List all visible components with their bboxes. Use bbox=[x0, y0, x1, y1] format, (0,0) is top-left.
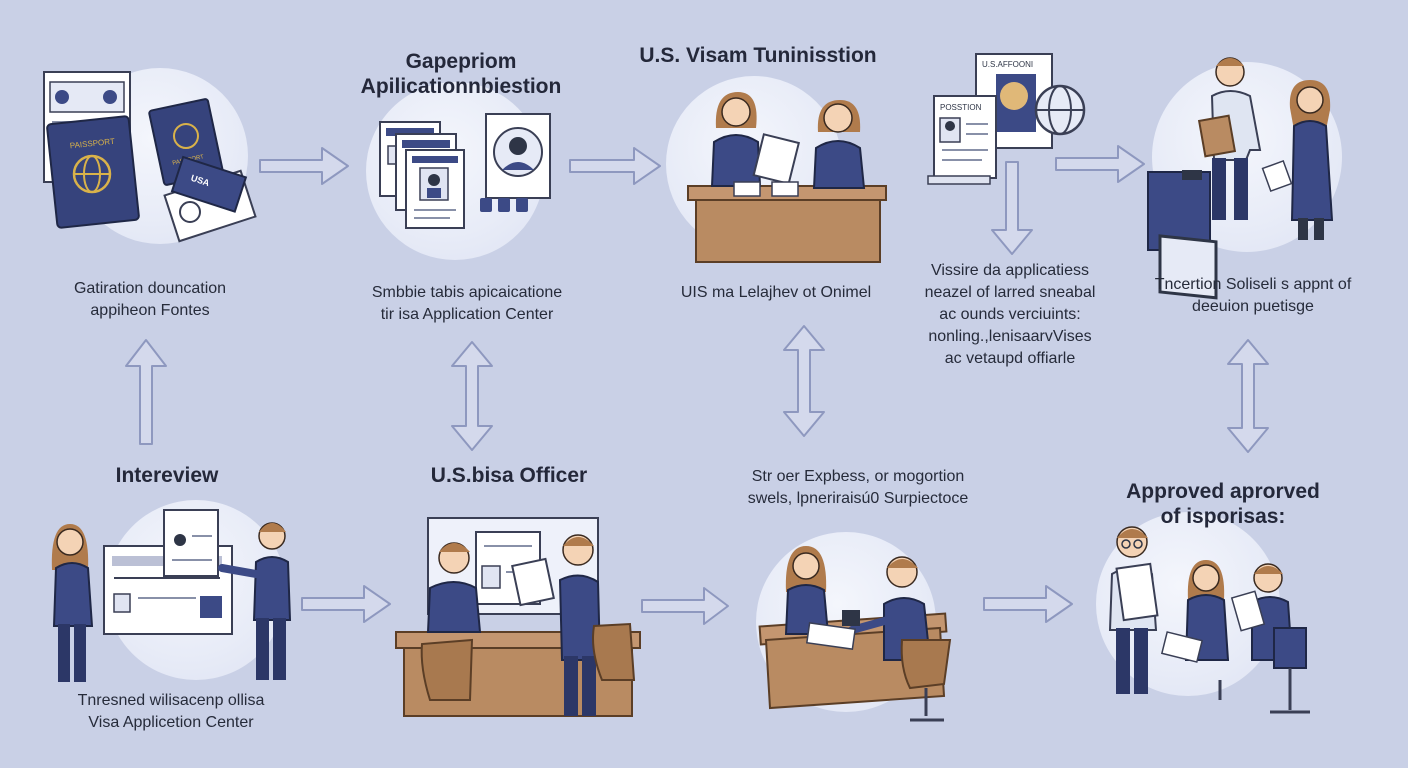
decision-caption-line-1: Tncertion Soliseli s appnt of bbox=[1154, 276, 1352, 293]
position-sign-label: POSSTION bbox=[940, 103, 982, 112]
interview-caption-line-1: Tnresned wilisacenp ollisa bbox=[77, 692, 265, 709]
review-caption-line-3: ac ounds verciuints: bbox=[939, 306, 1081, 324]
application-title: Gapepriom Apilicationnbiestion bbox=[352, 50, 570, 100]
review-caption-line-1: Vissire da applicatiess bbox=[930, 262, 1089, 279]
documents-caption-line-2: appiheon Fontes bbox=[90, 302, 210, 320]
approved-title: Approved aprorved of isporisas: bbox=[1110, 480, 1336, 530]
officer-title-line-1: U.S.bisa Officer bbox=[430, 464, 588, 487]
arrow-right-2 bbox=[569, 147, 661, 185]
approved-title-line-1: Approved aprorved bbox=[1126, 480, 1320, 503]
documents-caption-line-1: Gatiration douncation bbox=[73, 280, 227, 297]
documents-caption: Gatiration douncation appiheon Fontes bbox=[40, 278, 260, 322]
decision-caption-line-2: deeuion puetisge bbox=[1192, 298, 1314, 316]
application-forms-icon bbox=[379, 113, 551, 229]
processing-desk-icon bbox=[758, 546, 952, 722]
visa-officer-icon bbox=[395, 517, 641, 717]
application-caption-line-1: Smbbie tabis apicaicatione bbox=[371, 284, 563, 301]
arrow-right-1 bbox=[259, 147, 349, 185]
arrow-down-review bbox=[991, 161, 1033, 255]
review-caption-line-5: ac vetaupd offiarle bbox=[944, 350, 1076, 368]
interview-title-line-1: Intereview bbox=[115, 464, 219, 487]
review-caption-line-2: neazel of larred sneabal bbox=[924, 284, 1096, 302]
arrow-up-interview bbox=[125, 339, 167, 445]
processing-caption-line-2: swels, lpneriraisú0 Surpiectoce bbox=[747, 490, 969, 508]
document-review-icon: U.S.AFFOONI POSSTION bbox=[927, 53, 1086, 185]
decision-caption: Tncertion Soliseli s appnt of deeuion pu… bbox=[1134, 274, 1372, 318]
processing-caption-line-1: Str oer Expbess, or mogortion bbox=[751, 468, 965, 485]
computer-staff-icon bbox=[1147, 57, 1334, 300]
interview-board-icon bbox=[51, 509, 292, 682]
arrow-right-4 bbox=[301, 585, 391, 623]
application-caption: Smbbie tabis apicaicatione tir isa Appli… bbox=[336, 282, 598, 326]
review-caption-line-4: nonling.,lenisaarvVises bbox=[928, 328, 1092, 346]
approved-title-line-2: of isporisas: bbox=[1160, 504, 1286, 528]
arrow-right-3 bbox=[1055, 145, 1145, 183]
arrow-double-application bbox=[451, 341, 493, 451]
application-caption-line-2: tir isa Application Center bbox=[380, 306, 554, 324]
interview-caption-line-2: Visa Applicetion Center bbox=[88, 714, 254, 732]
arrow-double-submission bbox=[783, 325, 825, 437]
review-caption: Vissire da applicatiess neazel of larred… bbox=[900, 260, 1120, 370]
submission-caption-line-1: UIS ma Lelajhev ot Onimel bbox=[680, 284, 872, 301]
processing-caption: Str oer Expbess, or mogortion swels, lpn… bbox=[716, 466, 1000, 510]
desk-submission-icon bbox=[687, 92, 887, 263]
submission-title-line-1: U.S. Visam Tuninisstion bbox=[639, 44, 877, 67]
arrow-right-5 bbox=[641, 587, 729, 625]
interview-caption: Tnresned wilisacenp ollisa Visa Applicet… bbox=[46, 690, 296, 734]
submission-caption: UIS ma Lelajhev ot Onimel bbox=[660, 282, 892, 304]
officer-title: U.S.bisa Officer bbox=[406, 464, 612, 489]
application-title-line-1: Gapepriom bbox=[405, 50, 517, 73]
interview-title: Intereview bbox=[92, 464, 242, 489]
approved-group-icon bbox=[1108, 526, 1310, 714]
arrow-right-6 bbox=[983, 585, 1073, 623]
submission-title: U.S. Visam Tuninisstion bbox=[622, 44, 894, 69]
arrow-double-decision bbox=[1227, 339, 1269, 453]
passport-documents-icon: PAISSPORT PASSPORT USA bbox=[43, 71, 257, 243]
usa-sign-label: U.S.AFFOONI bbox=[982, 60, 1033, 69]
application-title-line-2: Apilicationnbiestion bbox=[360, 74, 562, 98]
